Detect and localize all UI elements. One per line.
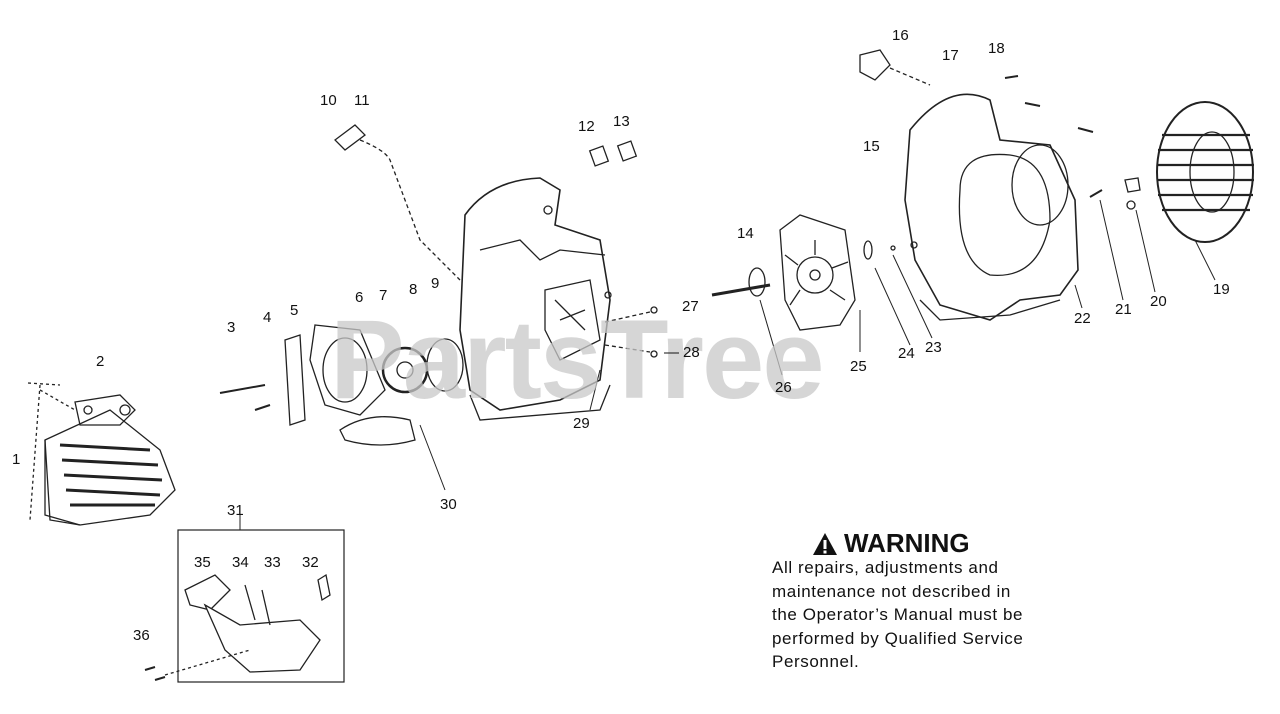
callout-33: 33 [264,554,281,571]
callout-12: 12 [578,118,595,135]
warning-line: performed by Qualified Service [772,628,1024,648]
part-18-screws [1004,75,1094,133]
parts-3-8-starter-assembly [219,324,464,446]
callout-23: 23 [925,339,942,356]
part-1-front-cover [44,409,176,526]
callout-14: 14 [737,225,754,242]
callout-15: 15 [863,138,880,155]
callout-34: 34 [232,554,249,571]
part-19-intake-guard [1156,101,1254,243]
callout-32: 32 [302,554,319,571]
part-16-clip [859,49,931,86]
callout-25: 25 [850,358,867,375]
callout-4: 4 [263,309,272,326]
part-25-impeller [711,214,856,331]
callout-36: 36 [133,627,150,644]
part-2-bracket [74,394,136,426]
part-17-fan-housing [904,93,1079,321]
callout-28-dash: — [664,344,679,361]
callout-10: 10 [320,92,337,109]
callout-18: 18 [988,40,1005,57]
part-29-main-housing [459,177,612,421]
callout-11: 11 [354,92,370,109]
callout-24: 24 [898,345,915,362]
callout-13: 13 [613,113,630,130]
parts-27-28-screws [604,306,658,358]
callout-35: 35 [194,554,211,571]
callout-20: 20 [1150,293,1167,310]
callout-9: 9 [431,275,440,292]
callout-27: 27 [682,298,699,315]
parts-20-21-fasteners [1089,177,1141,210]
callout-31: 31 [227,502,244,519]
callout-28: 28 [683,344,700,361]
part-36-screws [144,649,251,681]
callout-3: 3 [227,319,236,336]
part-31-handle-assembly [177,529,345,683]
parts-12-13-fittings [588,140,638,167]
callout-30: 30 [440,496,457,513]
leader-1-2 [27,382,76,521]
callout-8: 8 [409,281,418,298]
warning-line: Personnel. [772,652,860,671]
callout-7: 7 [379,287,388,304]
callout-17: 17 [942,47,959,64]
warning-text: All repairs, adjustments and maintenance… [772,556,1092,674]
parts-23-24-washers [863,240,896,260]
callout-5: 5 [290,302,299,319]
callout-16: 16 [892,27,909,44]
callout-2: 2 [96,353,105,370]
callout-29: 29 [573,415,590,432]
warning-title: WARNING [844,528,970,558]
callout-22: 22 [1074,310,1091,327]
callout-19: 19 [1213,281,1230,298]
callout-21: 21 [1115,301,1132,318]
callout-1: 1 [12,451,21,468]
warning-triangle-icon [813,532,837,555]
warning-line: maintenance not described in [772,581,1011,601]
callout-6: 6 [355,289,364,306]
leader-lines [239,199,1216,530]
warning-line: All repairs, adjustments and [772,558,999,577]
warning-heading: WARNING [812,528,970,559]
warning-line: the Operator’s Manual must be [772,605,1024,624]
parts-10-11-cable [334,124,461,281]
callout-26: 26 [775,379,792,396]
